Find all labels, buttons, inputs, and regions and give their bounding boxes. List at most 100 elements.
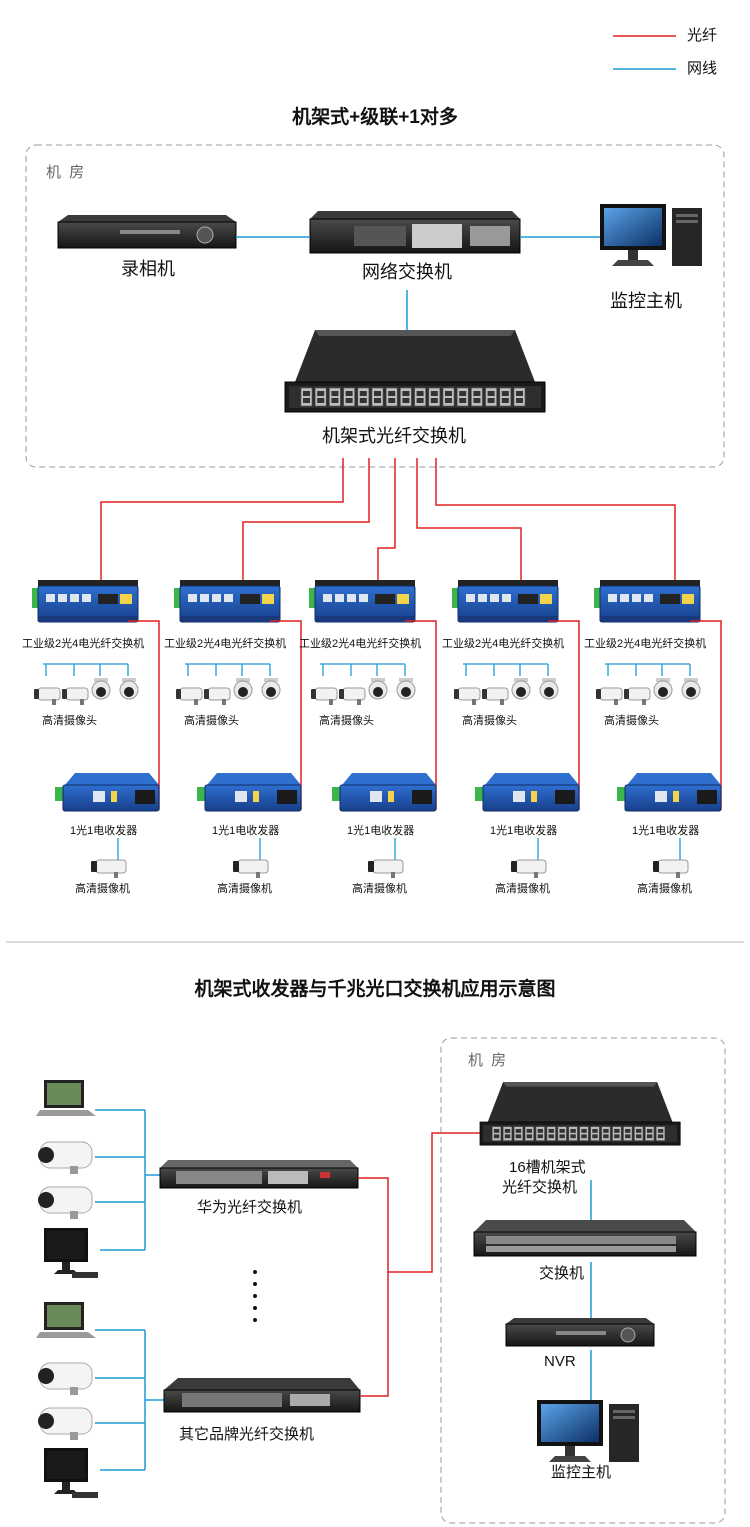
other-brand-switch-device [163, 1378, 361, 1413]
dome-camera-icon [653, 677, 673, 700]
media-converter-icon [54, 772, 160, 812]
cameras-label: 高清摄像头 [319, 715, 374, 727]
branch-group [173, 579, 302, 879]
bullet-camera-icon [310, 687, 338, 706]
branch-group [31, 579, 160, 879]
diagram1-title: 机架式+级联+1对多 [292, 107, 458, 128]
rack-slot [499, 387, 512, 407]
bullet-camera-icon [37, 1141, 93, 1175]
dome-camera-icon [681, 677, 701, 700]
branch-group [308, 579, 437, 879]
bullet-camera-icon [481, 687, 509, 706]
industrial-switch-icon [308, 579, 416, 623]
monitoring-host-icon [600, 204, 702, 266]
laptop-icon [36, 1302, 96, 1338]
bullet-camera-icon [37, 1407, 93, 1441]
hd-camera-icon [510, 859, 547, 879]
industrial-switch-icon [451, 579, 559, 623]
rack-slot [645, 1126, 655, 1141]
media-converter-label: 1光1电收发器 [70, 825, 138, 837]
rack-slot [524, 1126, 534, 1141]
hd-camera-icon [367, 859, 404, 879]
dome-camera-icon [261, 677, 281, 700]
fiber-links-1 [100, 458, 676, 598]
legend-cable-label: 网线 [687, 60, 718, 77]
rack-slot [414, 387, 427, 407]
rack-slot [535, 1126, 545, 1141]
nvr-device-2 [505, 1318, 655, 1347]
rack-slot [590, 1126, 600, 1141]
dome-camera-icon [119, 677, 139, 700]
cameras-label: 高清摄像头 [462, 715, 517, 727]
industrial-switch-label: 工业级2光4电光纤交换机 [584, 638, 707, 650]
room-label-1: 机 房 [46, 164, 87, 181]
hd-camera-icon [232, 859, 269, 879]
rack-slot [357, 387, 370, 407]
cable-bus-lines [95, 1109, 592, 1471]
bullet-camera-icon [33, 687, 61, 706]
hd-camera-label: 高清摄像机 [352, 883, 407, 895]
rack-16-label-line1: 16槽机架式 [509, 1159, 586, 1176]
hd-camera-icon [90, 859, 127, 879]
rack-slot [343, 387, 356, 407]
bullet-camera-icon [37, 1362, 93, 1396]
rack-slot [442, 387, 455, 407]
rack-slot [634, 1126, 644, 1141]
rack-slot [456, 387, 469, 407]
hd-camera-icon [652, 859, 689, 879]
rack-slot [470, 387, 483, 407]
nvr-label: 录相机 [121, 259, 175, 279]
bullet-camera-icon [37, 1186, 93, 1220]
monitoring-host-label-2: 监控主机 [551, 1464, 612, 1481]
industrial-switch-icon [173, 579, 281, 623]
rack-slot [328, 387, 341, 407]
diagram2-title: 机架式收发器与千兆光口交换机应用示意图 [194, 979, 556, 1000]
network-switch-label: 网络交换机 [362, 262, 452, 282]
media-converter-label: 1光1电收发器 [490, 825, 558, 837]
hd-camera-label: 高清摄像机 [495, 883, 550, 895]
rack-slot [385, 387, 398, 407]
nvr-label-2: NVR [544, 1353, 576, 1370]
cameras-label: 高清摄像头 [604, 715, 659, 727]
network-switch-device [309, 211, 521, 254]
media-converter-label: 1光1电收发器 [212, 825, 280, 837]
dome-camera-icon [368, 677, 388, 700]
fiber-links-2 [358, 1132, 485, 1397]
hd-camera-label: 高清摄像机 [637, 883, 692, 895]
camera-cable-lines [463, 663, 549, 676]
other-switch-label: 其它品牌光纤交换机 [179, 1426, 315, 1443]
rack-slot [300, 387, 313, 407]
industrial-switch-label: 工业级2光4电光纤交换机 [164, 638, 287, 650]
room-label-2: 机 房 [468, 1052, 509, 1069]
nvr-device [57, 215, 237, 249]
rack-slot [557, 1126, 567, 1141]
rack-slot [655, 1126, 666, 1141]
camera-cable-lines [320, 663, 406, 676]
cameras-label: 高清摄像头 [184, 715, 239, 727]
rack-slot [371, 387, 384, 407]
branch-group [593, 579, 722, 879]
bullet-camera-icon [203, 687, 231, 706]
rack-16-slot-device [479, 1081, 681, 1146]
bullet-camera-icon [338, 687, 366, 706]
lan-switch-device [473, 1220, 697, 1257]
industrial-switch-label: 工业级2光4电光纤交换机 [299, 638, 422, 650]
room-box-1 [25, 144, 725, 468]
monitoring-host-label: 监控主机 [610, 291, 682, 311]
hd-camera-label: 高清摄像机 [217, 883, 272, 895]
dome-camera-icon [233, 677, 253, 700]
rack-slot [502, 1126, 513, 1141]
lan-switch-label: 交换机 [539, 1265, 585, 1282]
room-box-2 [440, 1037, 726, 1524]
rack-16-label-line2: 光纤交换机 [502, 1179, 578, 1196]
media-converter-icon [331, 772, 437, 812]
rack-slot [612, 1126, 622, 1141]
legend-fiber-label: 光纤 [687, 27, 718, 44]
branch-group [451, 579, 580, 879]
ellipsis-dots [253, 1270, 257, 1322]
rack-slot [513, 387, 526, 407]
media-converter-label: 1光1电收发器 [347, 825, 415, 837]
rack-slot [579, 1126, 589, 1141]
media-converter-icon [474, 772, 580, 812]
